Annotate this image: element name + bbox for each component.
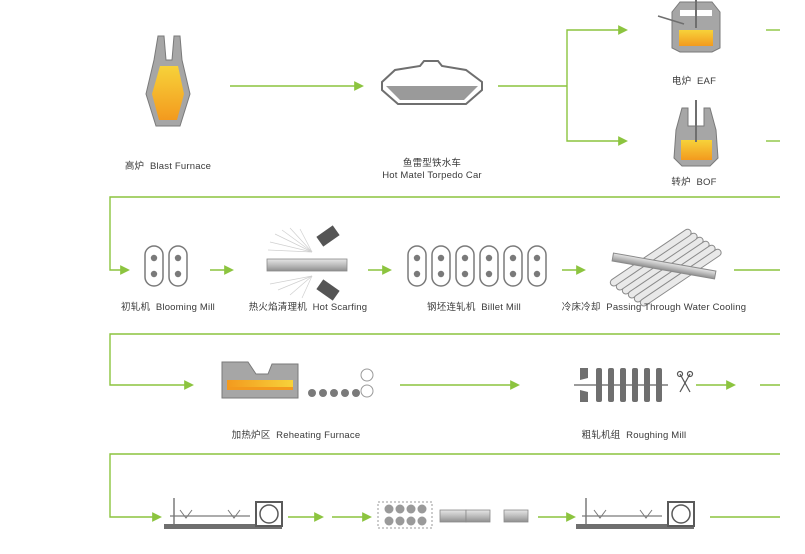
cooling-bed-icon <box>609 228 722 307</box>
label-torpedo-car-cn: 鱼雷型铁水车 <box>402 158 462 169</box>
flow-arrow-row4-entry <box>109 453 780 522</box>
label-hot-scarfing: 热火焰清理机 Hot Scarfing <box>249 302 368 314</box>
label-reheating-furnace-cn: 加热炉区 <box>231 430 271 441</box>
coiler-table-icon-1 <box>164 498 283 529</box>
label-billet-mill-cn: 钢坯连轧机 <box>427 302 476 313</box>
label-water-cooling-cn: 冷床冷却 <box>561 302 601 313</box>
scissors-icon <box>676 370 694 393</box>
label-billet-mill: 钢坯连轧机 Billet Mill <box>427 302 521 314</box>
torpedo-car-icon <box>381 60 483 105</box>
label-roughing-mill: 粗轧机组 Roughing Mill <box>582 430 687 442</box>
label-torpedo-car: 鱼雷型铁水车 Hot Matel Torpedo Car <box>382 158 482 182</box>
billet-mill-icon <box>407 245 547 287</box>
label-blooming-mill-en: Blooming Mill <box>155 302 215 313</box>
label-roughing-mill-en: Roughing Mill <box>626 430 687 441</box>
blast-furnace-icon <box>145 35 191 127</box>
label-eaf-en: EAF <box>697 76 717 87</box>
label-reheating-furnace: 加热炉区 Reheating Furnace <box>232 430 361 442</box>
bof-converter-icon <box>673 100 719 167</box>
label-blast-furnace-en: Blast Furnace <box>149 161 212 172</box>
coiler-table-icon-2 <box>576 498 695 529</box>
label-bof-cn: 转炉 <box>671 177 691 188</box>
flow-arrow-to-eaf <box>566 25 628 86</box>
flow-arrow-to-bof <box>566 86 628 146</box>
eaf-furnace-icon <box>657 0 721 53</box>
label-bof: 转炉 BOF <box>671 177 716 189</box>
roughing-mill-icon <box>574 368 694 402</box>
hot-scarfing-icon <box>266 225 348 301</box>
flow-lines <box>109 25 780 522</box>
label-hot-scarfing-en: Hot Scarfing <box>312 302 368 313</box>
label-eaf-cn: 电炉 <box>671 76 692 87</box>
label-blooming-mill: 初轧机 Blooming Mill <box>121 302 215 314</box>
blooming-mill-icon <box>144 245 188 287</box>
label-billet-mill-en: Billet Mill <box>481 302 521 313</box>
label-blast-furnace: 高炉 Blast Furnace <box>125 161 211 173</box>
label-torpedo-car-en: Hot Matel Torpedo Car <box>382 170 482 181</box>
label-hot-scarfing-cn: 热火焰清理机 <box>248 302 307 313</box>
flow-arrow-row3-entry <box>109 333 780 390</box>
label-reheating-furnace-en: Reheating Furnace <box>276 430 361 441</box>
label-water-cooling-en: Passing Through Water Cooling <box>606 302 747 313</box>
label-blooming-mill-cn: 初轧机 <box>121 302 151 313</box>
billet-bundle-icon <box>377 501 529 529</box>
reheating-furnace-icon <box>221 361 374 399</box>
label-water-cooling: 冷床冷却 Passing Through Water Cooling <box>562 302 746 314</box>
label-eaf: 电炉 EAF <box>672 76 716 88</box>
label-bof-en: BOF <box>696 177 717 188</box>
label-roughing-mill-cn: 粗轧机组 <box>581 430 621 441</box>
label-blast-furnace-cn: 高炉 <box>124 161 145 172</box>
flow-arrow-row2-entry <box>109 196 780 275</box>
